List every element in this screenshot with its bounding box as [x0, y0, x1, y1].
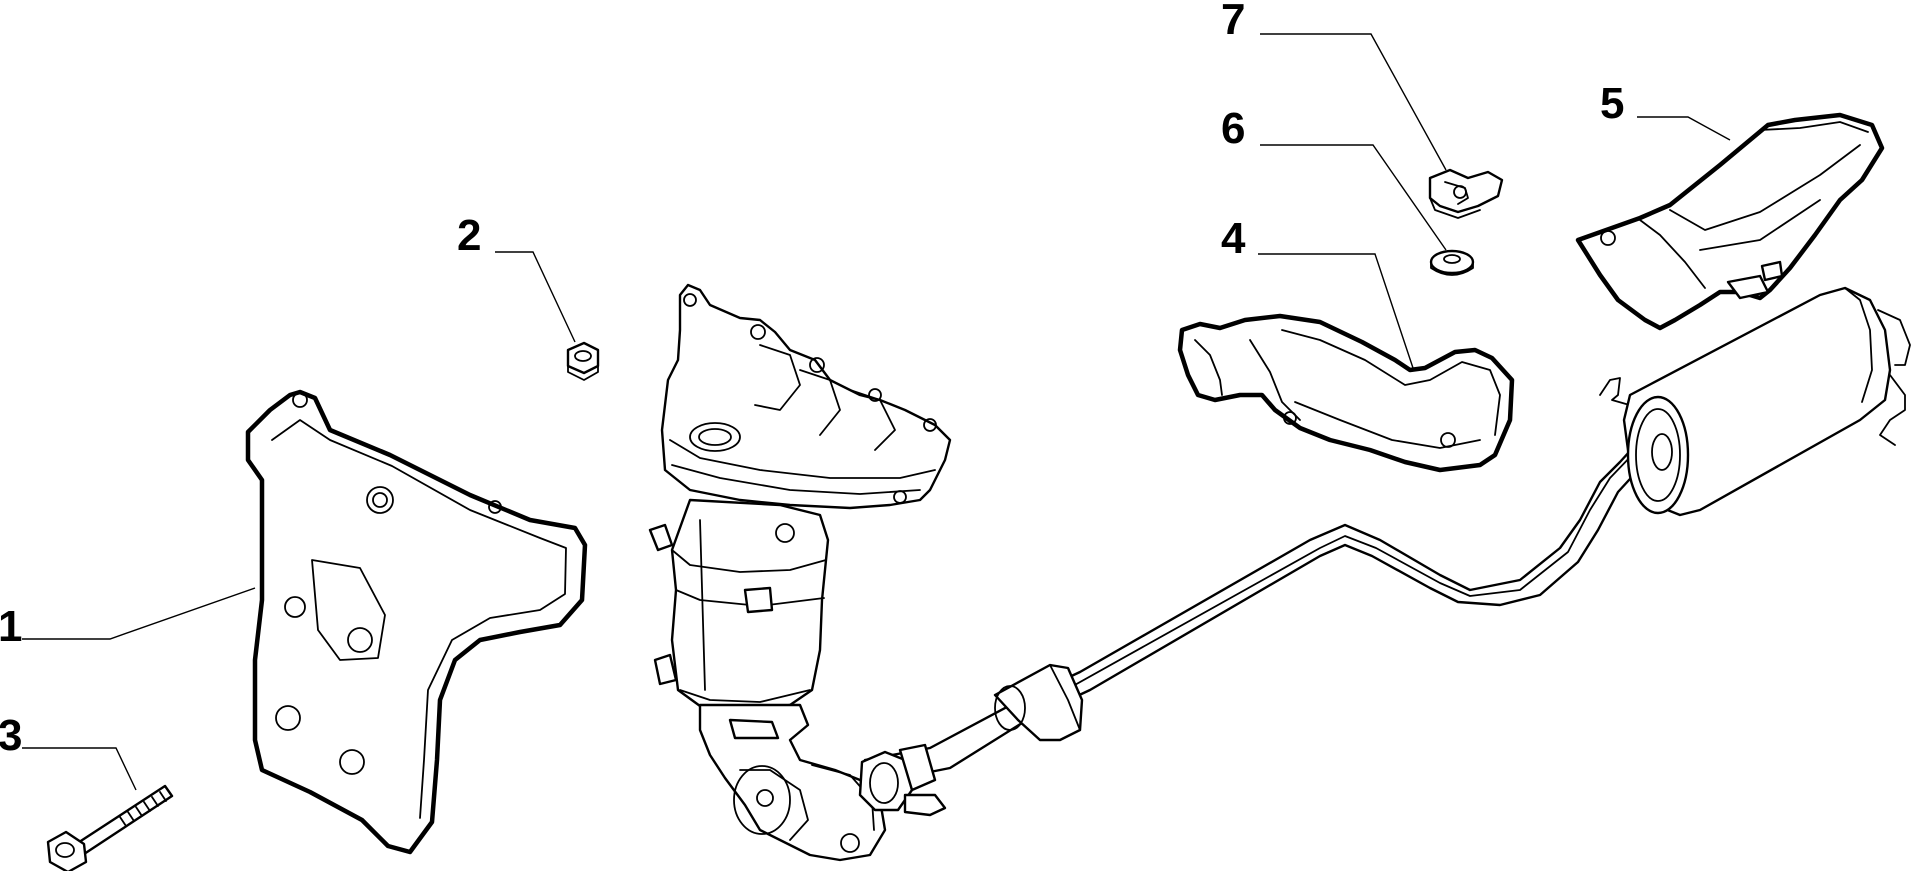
part-2-nut [566, 341, 600, 381]
part-6-washer [1429, 249, 1475, 276]
rear-silencer [1622, 286, 1911, 517]
leader-line-1 [22, 587, 256, 640]
callout-3: 3 [0, 711, 22, 760]
leader-line-5 [1637, 116, 1731, 141]
leader-lines [22, 33, 1731, 791]
callout-7: 7 [1221, 0, 1245, 44]
leader-line-6 [1260, 144, 1447, 251]
leader-line-4 [1258, 253, 1414, 369]
callout-6: 6 [1221, 104, 1245, 153]
callout-2: 2 [457, 211, 481, 260]
part-3-bolt [46, 784, 174, 871]
callout-1: 1 [0, 602, 22, 651]
exhaust-manifold-catalyst [648, 283, 952, 862]
leader-line-3 [22, 747, 137, 791]
callout-5: 5 [1600, 79, 1624, 128]
callout-labels: 1 2 3 4 5 6 7 [0, 0, 1624, 760]
callout-4: 4 [1221, 214, 1246, 263]
part-5-rear-heat-shield [1575, 112, 1885, 331]
leader-line-7 [1260, 33, 1447, 171]
part-7-clip [1428, 168, 1504, 219]
part-1-heat-shield [245, 389, 588, 855]
intermediate-pipe [858, 377, 1657, 817]
part-4-heat-shield-tunnel [1177, 313, 1515, 473]
leader-line-2 [495, 251, 576, 343]
